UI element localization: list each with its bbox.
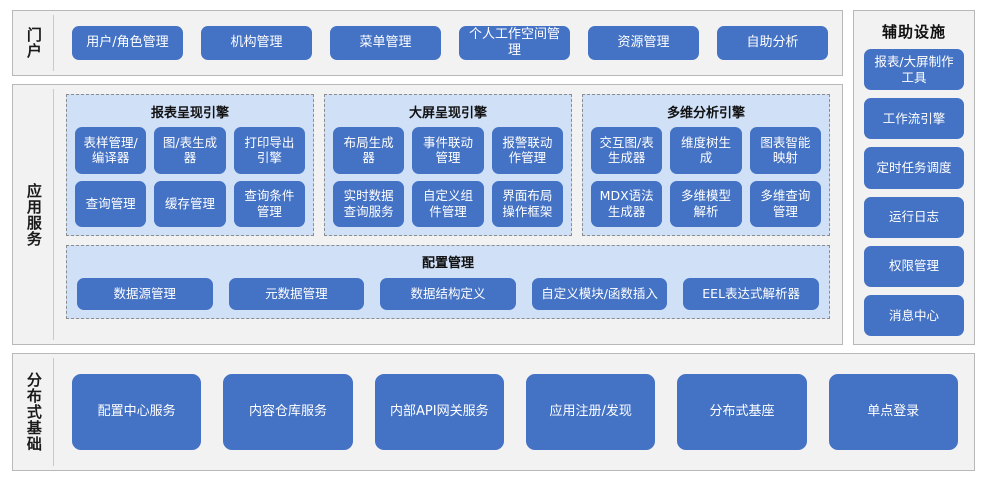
item-print-export-engine[interactable]: 打印导出引擎	[233, 127, 305, 174]
item-ui-layout-operation-framework[interactable]: 界面布局操作框架	[491, 180, 563, 227]
distributed-base-section: 分布式基础 配置中心服务 内容仓库服务 内部API网关服务 应用注册/发现 分布…	[12, 353, 975, 471]
report-rendering-engine-title: 报表呈现引擎	[150, 106, 229, 121]
item-single-sign-on[interactable]: 单点登录	[828, 374, 958, 450]
configuration-management-items: 数据源管理 元数据管理 数据结构定义 自定义模块/函数插入 EEL表达式解析器	[77, 277, 819, 310]
item-config-center-service[interactable]: 配置中心服务	[72, 374, 202, 450]
item-multidimensional-model-parsing[interactable]: 多维模型解析	[670, 180, 742, 227]
multidimensional-analysis-engine-title: 多维分析引擎	[666, 106, 745, 121]
distributed-base-label-divider	[53, 358, 54, 466]
portal-item-personal-workspace-management[interactable]: 个人工作空间管理	[459, 26, 570, 60]
item-distributed-foundation[interactable]: 分布式基座	[677, 374, 807, 450]
item-query-management[interactable]: 查询管理	[75, 180, 147, 227]
item-content-repository-service[interactable]: 内容仓库服务	[223, 374, 353, 450]
auxiliary-facilities-items: 报表/大屏制作工具 工作流引擎 定时任务调度 运行日志 权限管理 消息中心	[864, 49, 964, 337]
item-internal-api-gateway-service[interactable]: 内部API网关服务	[374, 374, 504, 450]
large-screen-rendering-engine-panel: 大屏呈现引擎 布局生成器 事件联动管理 报警联动作管理 实时数据查询服务 自定义…	[324, 94, 572, 236]
item-runtime-log[interactable]: 运行日志	[864, 196, 964, 238]
item-layout-generator[interactable]: 布局生成器	[333, 127, 405, 174]
item-realtime-data-query-service[interactable]: 实时数据查询服务	[333, 180, 405, 227]
upper-region: 门户 用户/角色管理 机构管理 菜单管理 个人工作空间管理 资源管理 自助分析 …	[12, 10, 975, 345]
item-report-large-screen-authoring-tool[interactable]: 报表/大屏制作工具	[864, 49, 964, 91]
item-interactive-chart-table-generator[interactable]: 交互图/表生成器	[591, 127, 663, 174]
item-message-center[interactable]: 消息中心	[864, 294, 964, 337]
upper-left-column: 门户 用户/角色管理 机构管理 菜单管理 个人工作空间管理 资源管理 自助分析 …	[12, 10, 843, 345]
item-multidimensional-query-management[interactable]: 多维查询管理	[749, 180, 821, 227]
report-rendering-engine-panel: 报表呈现引擎 表样管理/编译器 图/表生成器 打印导出引擎 查询管理 缓存管理 …	[66, 94, 314, 236]
item-custom-component-management[interactable]: 自定义组件管理	[412, 180, 484, 227]
auxiliary-facilities-section: 辅助设施 报表/大屏制作工具 工作流引擎 定时任务调度 运行日志 权限管理 消息…	[853, 10, 975, 345]
item-mdx-syntax-generator[interactable]: MDX语法生成器	[591, 180, 663, 227]
multidimensional-analysis-engine-items: 交互图/表生成器 维度树生成 图表智能映射 MDX语法生成器 多维模型解析 多维…	[591, 127, 821, 227]
distributed-base-section-label: 分布式基础	[24, 372, 43, 452]
configuration-management-panel: 配置管理 数据源管理 元数据管理 数据结构定义 自定义模块/函数插入 EEL表达…	[66, 245, 830, 319]
application-services-label-divider	[53, 89, 54, 340]
portal-item-resource-management[interactable]: 资源管理	[588, 26, 699, 60]
large-screen-rendering-engine-title: 大屏呈现引擎	[408, 106, 487, 121]
portal-label-divider	[53, 15, 54, 71]
item-scheduled-task-dispatch[interactable]: 定时任务调度	[864, 147, 964, 189]
item-alarm-linkage-action-management[interactable]: 报警联动作管理	[491, 127, 563, 174]
portal-item-user-role-management[interactable]: 用户/角色管理	[72, 26, 183, 60]
portal-item-self-service-analysis[interactable]: 自助分析	[717, 26, 828, 60]
item-cache-management[interactable]: 缓存管理	[154, 180, 226, 227]
large-screen-rendering-engine-items: 布局生成器 事件联动管理 报警联动作管理 实时数据查询服务 自定义组件管理 界面…	[333, 127, 563, 227]
item-datasource-management[interactable]: 数据源管理	[77, 277, 213, 310]
item-dimension-tree-generation[interactable]: 维度树生成	[670, 127, 742, 174]
item-chart-table-generator[interactable]: 图/表生成器	[154, 127, 226, 174]
engine-panel-row: 报表呈现引擎 表样管理/编译器 图/表生成器 打印导出引擎 查询管理 缓存管理 …	[66, 94, 830, 236]
item-event-linkage-management[interactable]: 事件联动管理	[412, 127, 484, 174]
portal-item-organization-management[interactable]: 机构管理	[201, 26, 312, 60]
portal-section: 门户 用户/角色管理 机构管理 菜单管理 个人工作空间管理 资源管理 自助分析	[12, 10, 843, 76]
item-data-structure-definition[interactable]: 数据结构定义	[380, 277, 516, 310]
application-services-body: 报表呈现引擎 表样管理/编译器 图/表生成器 打印导出引擎 查询管理 缓存管理 …	[54, 85, 842, 344]
multidimensional-analysis-engine-panel: 多维分析引擎 交互图/表生成器 维度树生成 图表智能映射 MDX语法生成器 多维…	[582, 94, 830, 236]
item-report-template-management-compiler[interactable]: 表样管理/编译器	[75, 127, 147, 174]
item-application-registration-discovery[interactable]: 应用注册/发现	[525, 374, 656, 450]
item-query-condition-management[interactable]: 查询条件管理	[233, 180, 305, 227]
item-permission-management[interactable]: 权限管理	[864, 245, 964, 287]
application-services-section-label: 应用服务	[24, 182, 43, 247]
application-services-section: 应用服务 报表呈现引擎 表样管理/编译器 图/表生成器 打印导出引擎 查询管理	[12, 84, 843, 345]
auxiliary-facilities-title: 辅助设施	[881, 23, 946, 41]
portal-item-list: 用户/角色管理 机构管理 菜单管理 个人工作空间管理 资源管理 自助分析	[54, 11, 842, 75]
item-chart-intelligent-mapping[interactable]: 图表智能映射	[749, 127, 821, 174]
distributed-base-items: 配置中心服务 内容仓库服务 内部API网关服务 应用注册/发现 分布式基座 单点…	[54, 354, 974, 470]
configuration-management-title: 配置管理	[421, 256, 474, 271]
portal-section-label: 门户	[24, 27, 43, 59]
report-rendering-engine-items: 表样管理/编译器 图/表生成器 打印导出引擎 查询管理 缓存管理 查询条件管理	[75, 127, 305, 227]
item-eel-expression-parser[interactable]: EEL表达式解析器	[683, 277, 819, 310]
portal-item-menu-management[interactable]: 菜单管理	[330, 26, 441, 60]
item-custom-module-function-insertion[interactable]: 自定义模块/函数插入	[531, 277, 668, 310]
item-workflow-engine[interactable]: 工作流引擎	[864, 98, 964, 140]
item-metadata-management[interactable]: 元数据管理	[228, 277, 365, 310]
